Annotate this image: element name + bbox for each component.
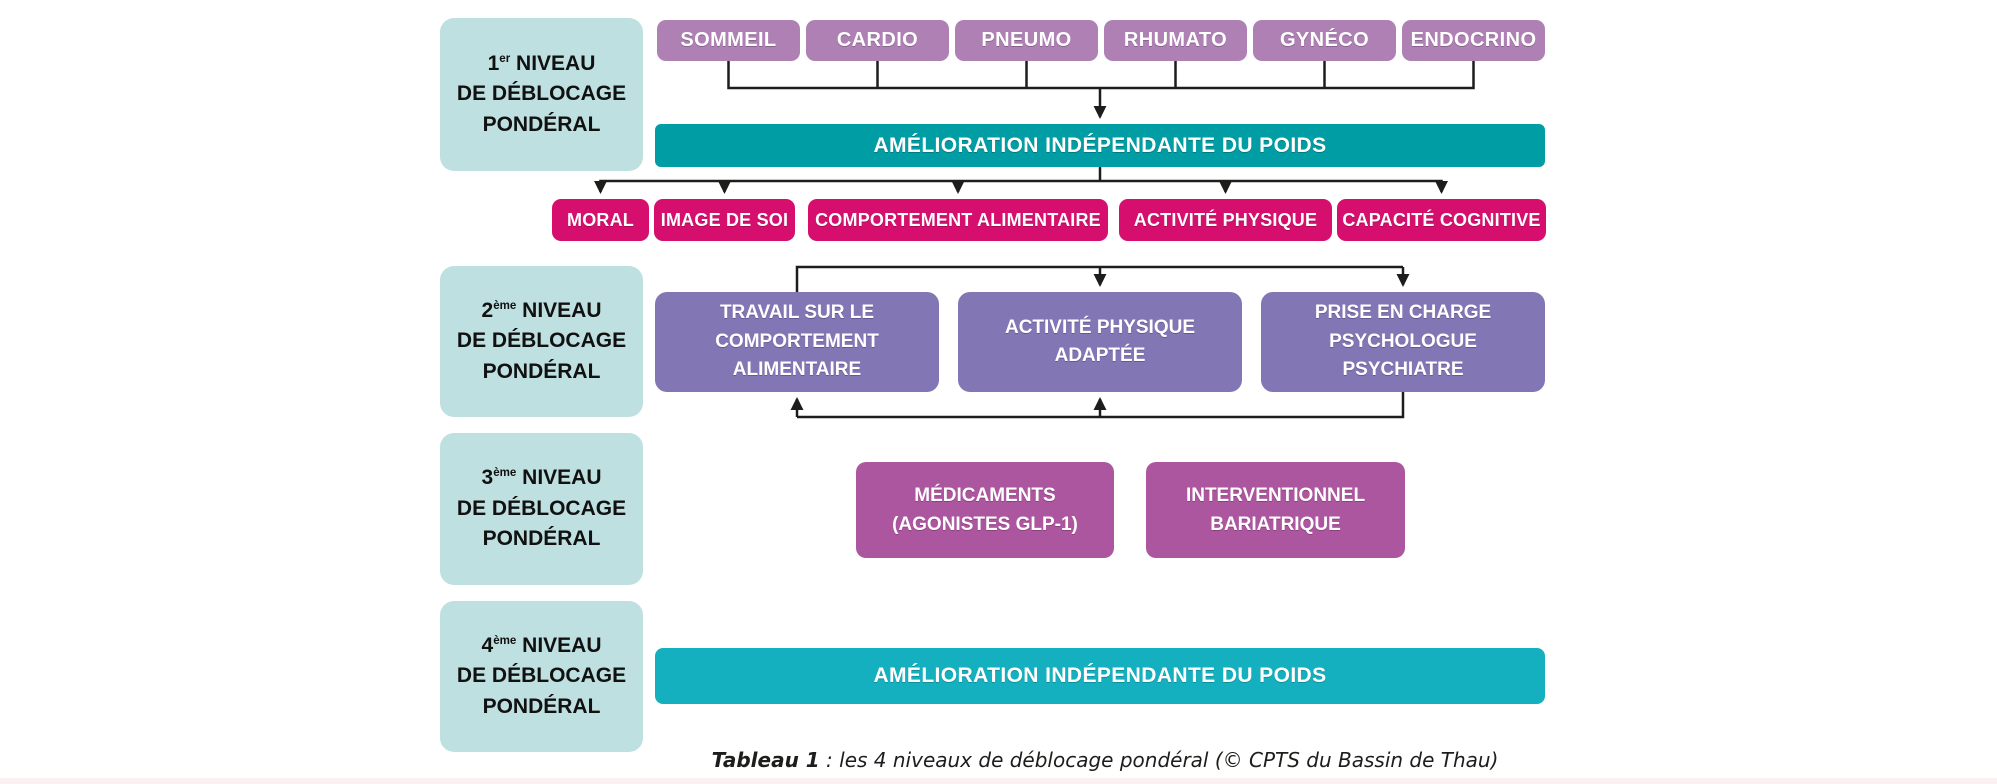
outcome-box-image-de-soi: IMAGE DE SOI [654,199,795,241]
level-1-line3: PONDÉRAL [482,112,601,136]
level-1-line2: DE DÉBLOCAGE [456,82,627,106]
level-2-label: 2ème NIVEAU DE DÉBLOCAGE PONDÉRAL [440,266,643,417]
level-4-line2: DE DÉBLOCAGE [456,664,627,688]
level3-box-medicaments-glp1: MÉDICAMENTS (AGONISTES GLP-1) [856,462,1114,558]
level-2-line1: 2ème NIVEAU [481,298,602,322]
specialty-box-cardio: CARDIO [806,20,949,61]
specialty-box-sommeil: SOMMEIL [657,20,800,61]
table-caption-label: Tableau 1 [711,748,820,772]
specialty-box-pneumo: PNEUMO [955,20,1098,61]
specialty-box-endocrino: ENDOCRINO [1402,20,1545,61]
level-3-label: 3ème NIVEAU DE DÉBLOCAGE PONDÉRAL [440,433,643,585]
level2-box-travail-comportement-alimentaire: TRAVAIL SUR LE COMPORTEMENT ALIMENTAIRE [655,292,939,392]
improvement-bar-level1: AMÉLIORATION INDÉPENDANTE DU POIDS [655,124,1545,167]
level2-box-activite-physique-adaptee: ACTIVITÉ PHYSIQUE ADAPTÉE [958,292,1242,392]
level-3-line1: 3ème NIVEAU [481,466,602,490]
level-2-line3: PONDÉRAL [482,359,601,383]
level3-box-interventionnel-bariatrique: INTERVENTIONNEL BARIATRIQUE [1146,462,1405,558]
level2-box-psychologue-psychiatre: PRISE EN CHARGE PSYCHOLOGUE PSYCHIATRE [1261,292,1545,392]
level-4-line1: 4ème NIVEAU [481,633,602,657]
level-1-label: 1er NIVEAU DE DÉBLOCAGE PONDÉRAL [440,18,643,171]
level-3-line2: DE DÉBLOCAGE [456,496,627,520]
outcome-box-comportement-alimentaire: COMPORTEMENT ALIMENTAIRE [808,199,1108,241]
level-1-line1: 1er NIVEAU [487,51,596,75]
level-2-line2: DE DÉBLOCAGE [456,329,627,353]
outcome-box-activite-physique: ACTIVITÉ PHYSIQUE [1119,199,1332,241]
table-caption-text: : les 4 niveaux de déblocage pondéral (©… [819,748,1499,772]
table-caption: Tableau 1 : les 4 niveaux de déblocage p… [600,748,1610,772]
specialty-box-rhumato: RHUMATO [1104,20,1247,61]
level-4-label: 4ème NIVEAU DE DÉBLOCAGE PONDÉRAL [440,601,643,752]
level-3-line3: PONDÉRAL [482,527,601,551]
improvement-bar-level4: AMÉLIORATION INDÉPENDANTE DU POIDS [655,648,1545,704]
page-bottom-strip [0,778,1997,784]
level1-bottom-connector [594,167,1448,194]
outcome-box-capacite-cognitive: CAPACITÉ COGNITIVE [1337,199,1546,241]
level1-top-connector [727,61,1475,119]
level2-top-loop [795,265,1410,292]
outcome-box-moral: MORAL [552,199,649,241]
level2-bottom-loop [790,392,1405,419]
specialty-box-gyneco: GYNÉCO [1253,20,1396,61]
level-4-line3: PONDÉRAL [482,694,601,718]
